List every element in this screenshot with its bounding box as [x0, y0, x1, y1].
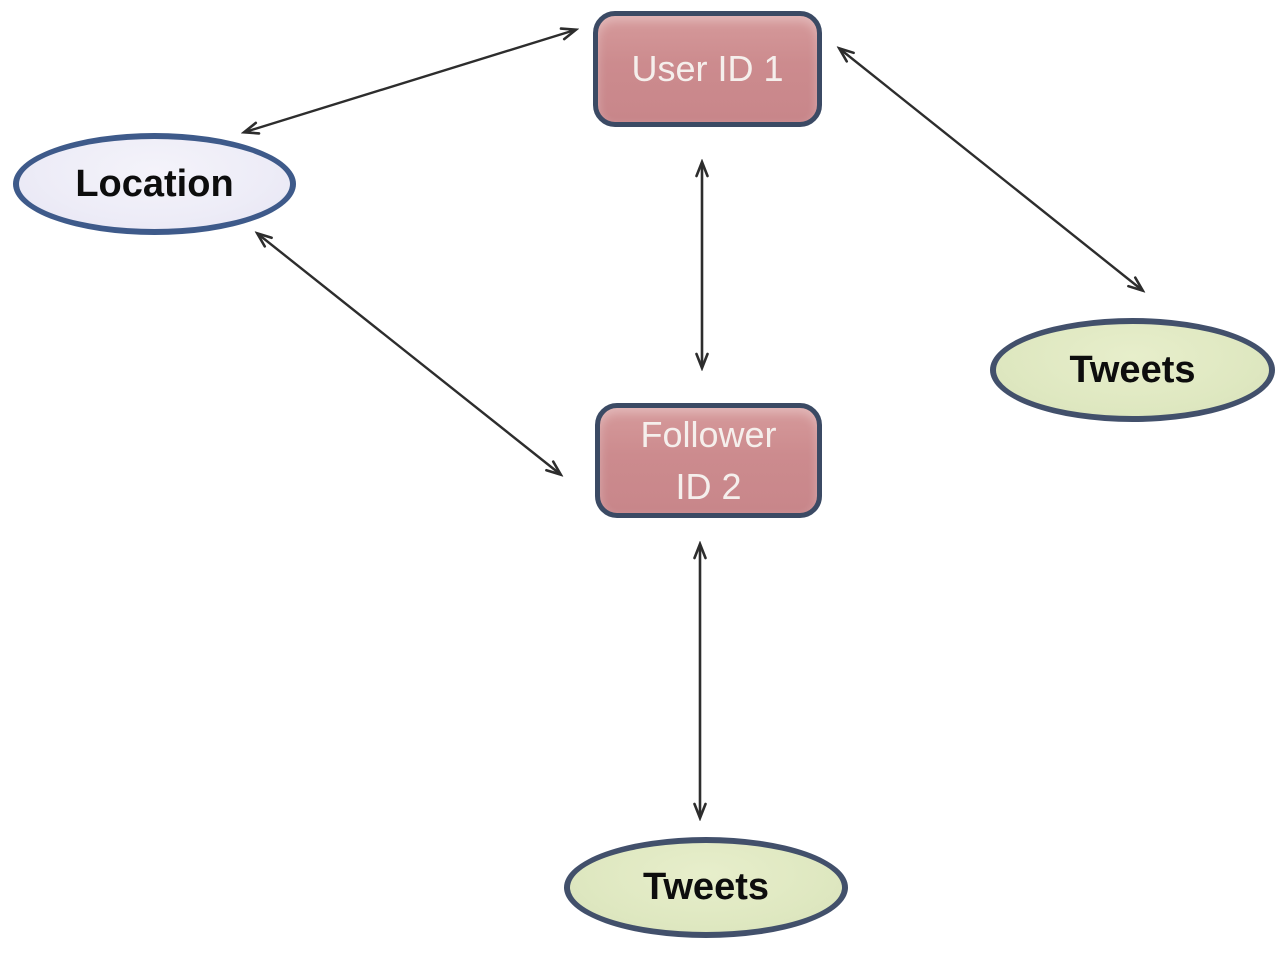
- node-location: Location: [13, 133, 296, 235]
- arrow-location-user-id-1: [245, 30, 575, 132]
- arrow-location-follower-id-2: [258, 234, 560, 474]
- node-follower-id-2-label-line1: Follower: [640, 413, 777, 455]
- node-user-id-1-label: User ID 1: [631, 48, 784, 89]
- node-tweets-bottom-label: Tweets: [642, 866, 769, 908]
- node-follower-id-2-label-line2: ID 2: [675, 465, 742, 507]
- node-location-label: Location: [75, 162, 234, 205]
- node-tweets-bottom: Tweets: [564, 837, 848, 938]
- node-follower-id-2: Follower ID 2: [595, 403, 822, 518]
- node-user-id-1: User ID 1: [593, 11, 822, 127]
- node-tweets-right-label: Tweets: [1069, 348, 1196, 391]
- arrow-user-id-1-tweets-right: [840, 49, 1142, 290]
- node-tweets-right: Tweets: [990, 318, 1275, 422]
